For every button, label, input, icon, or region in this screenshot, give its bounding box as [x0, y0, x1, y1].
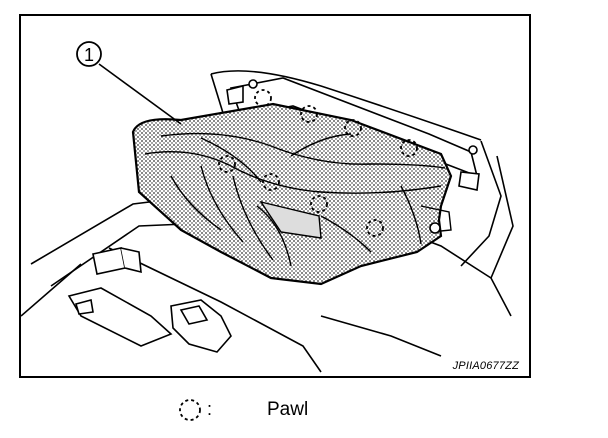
pawl-icon	[366, 219, 384, 237]
pawl-icon	[400, 139, 418, 157]
pawl-icon	[254, 89, 272, 107]
duct-assembly	[131, 102, 453, 286]
callout-1: 1	[76, 41, 182, 125]
illustration-frame: 1 JPIIA0677ZZ	[19, 14, 531, 378]
callout-number: 1	[84, 45, 94, 65]
pawl-icon	[310, 195, 328, 213]
pawl-icon	[262, 173, 280, 191]
figure-code: JPIIA0677ZZ	[452, 360, 519, 372]
pawl-icon	[300, 105, 318, 123]
pawl-icon	[218, 155, 236, 173]
legend-colon: :	[207, 399, 213, 419]
pawl-markers	[218, 89, 418, 237]
dashed-circle-icon	[179, 399, 201, 421]
mounting-brackets	[67, 247, 232, 353]
pawl-icon	[344, 119, 362, 137]
legend-label: Pawl	[267, 399, 309, 420]
